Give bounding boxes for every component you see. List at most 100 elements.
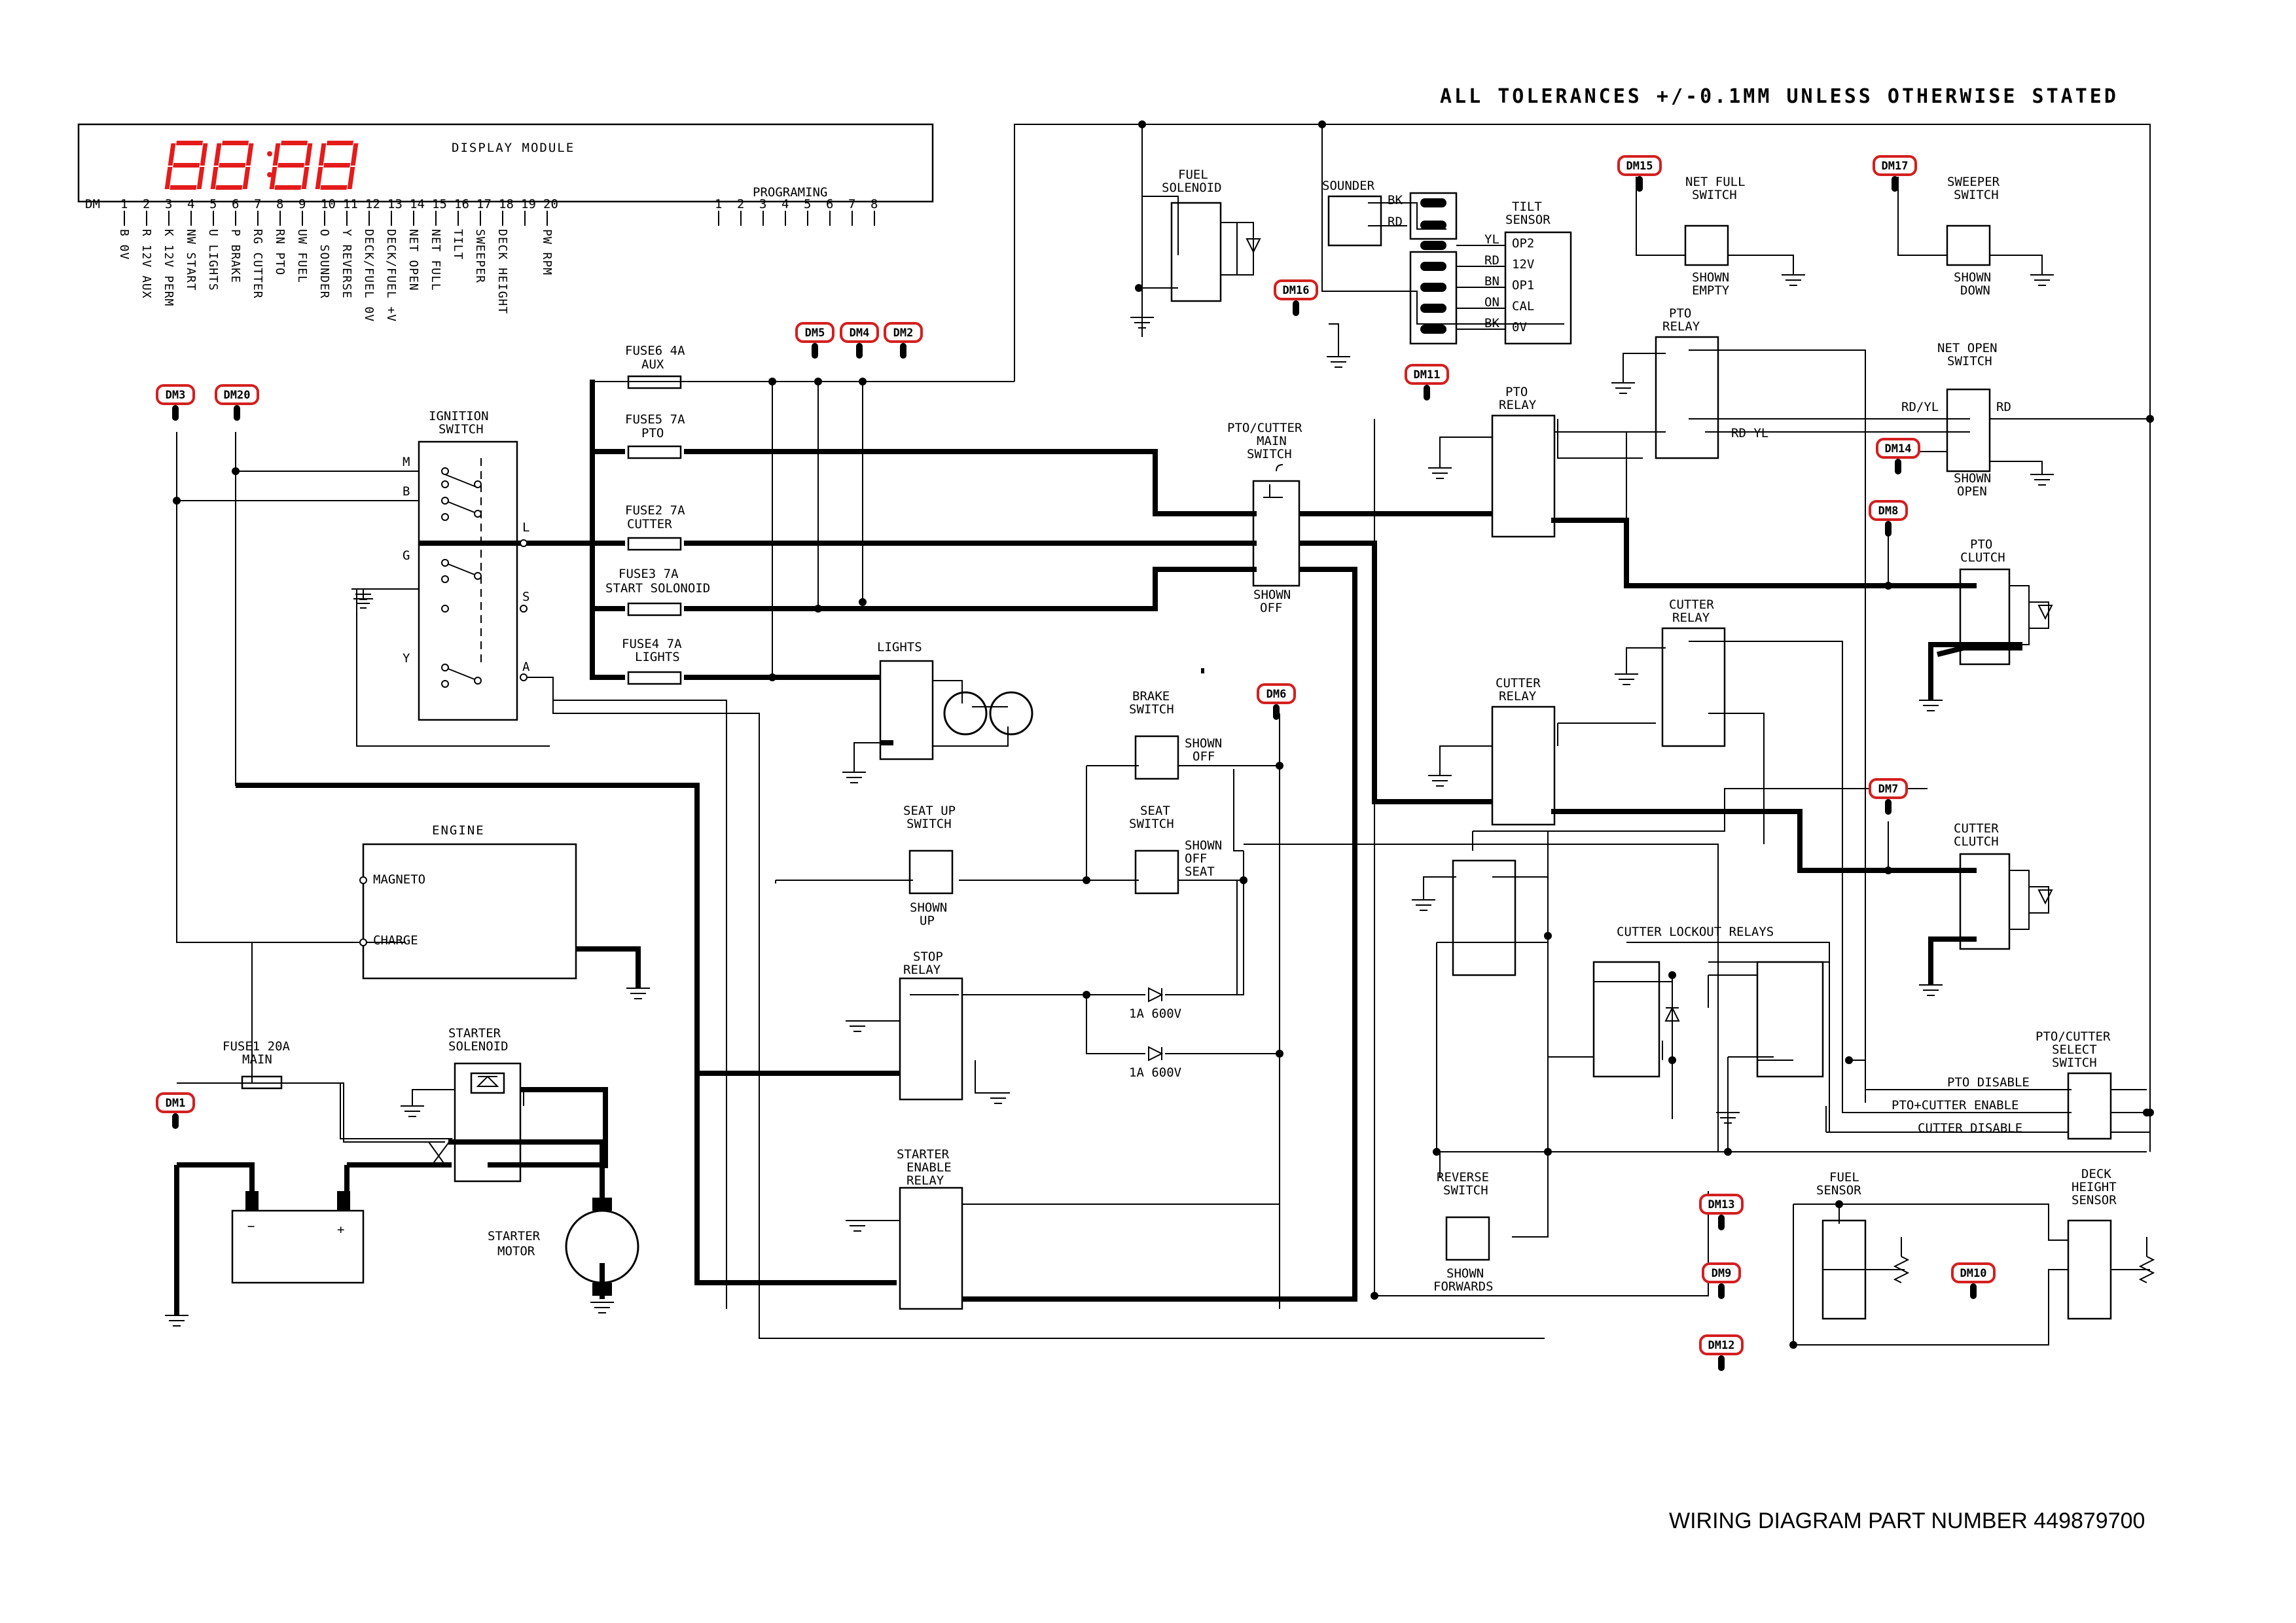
svg-text:DM15: DM15 [1626,160,1653,173]
prog-pin-7: 7 [848,197,855,211]
dm-pin-20: 20 [543,197,558,211]
svg-text:DM7: DM7 [1878,783,1899,796]
svg-text:FUEL: FUEL [1178,168,1208,182]
svg-text:PTO+CUTTER ENABLE: PTO+CUTTER ENABLE [1892,1098,2018,1113]
svg-text:PTO/CUTTER: PTO/CUTTER [2036,1029,2111,1044]
fuse6-sub: AUX [641,357,664,372]
svg-text:SWITCH: SWITCH [439,422,484,437]
svg-text:DECK: DECK [2081,1167,2111,1181]
tag-dm1: DM1 [156,1092,195,1129]
tag-dm16: DM16 [1274,279,1318,316]
dm-pin-18: 18 [499,197,514,211]
svg-text:DOWN: DOWN [1960,283,1990,298]
tag-dm15: DM15 [1617,155,1662,192]
svg-text:FUEL: FUEL [1829,1170,1859,1185]
prog-pin-4: 4 [781,197,789,211]
svg-text:SHOWN: SHOWN [1954,270,1991,285]
svg-text:CUTTER DISABLE: CUTTER DISABLE [1918,1121,2022,1135]
svg-text:ON: ON [1484,295,1499,310]
svg-text:RELAY: RELAY [1499,398,1537,412]
svg-text:OPEN: OPEN [1957,484,1987,499]
svg-text:SWITCH: SWITCH [1129,702,1174,717]
dm-pin-7: 7 [254,197,261,211]
thick-wires [174,380,2022,1315]
svg-text:SENSOR: SENSOR [2072,1193,2117,1207]
tag-dm3: DM3 [156,384,195,421]
svg-text:RD: RD [1484,253,1499,268]
svg-text:BN: BN [1484,274,1499,289]
tag-dm11: DM11 [1405,364,1449,401]
svg-text:CLUTCH: CLUTCH [1954,834,1999,849]
sweeper-switch: SWEEPER SWITCH SHOWN DOWN [1946,175,2000,298]
cutter-relay-lower [1452,859,1516,976]
fuse1-label: FUSE1 20A [223,1039,291,1054]
svg-text:OP1: OP1 [1512,278,1534,293]
dm-pin-17: 17 [476,197,492,211]
dm-pin-11: 11 [343,197,358,211]
svg-text:SWITCH: SWITCH [1443,1183,1488,1198]
svg-text:S: S [522,590,529,604]
diodes: 1A 600V 1A 600V [1129,987,1181,1080]
svg-text:12V: 12V [1512,257,1534,272]
fuse4-sub: LIGHTS [635,650,680,664]
svg-text:TILT: TILT [1512,200,1542,214]
svg-text:DM10: DM10 [1960,1267,1987,1280]
svg-text:1A 600V: 1A 600V [1129,1065,1181,1080]
cutter-lockout-relays: CUTTER LOCKOUT RELAYS [1592,925,1824,1078]
svg-text:PTO DISABLE: PTO DISABLE [1947,1075,2030,1090]
svg-text:DM8: DM8 [1878,505,1899,518]
svg-text:EMPTY: EMPTY [1692,283,1730,298]
svg-text:DM13: DM13 [1708,1198,1735,1211]
dm-signal-18: DECK HEIGHT [495,229,509,314]
svg-text:G: G [403,548,410,563]
dm-signal-7: RG CUTTER [251,229,264,299]
svg-text:CUTTER LOCKOUT RELAYS: CUTTER LOCKOUT RELAYS [1617,925,1774,939]
svg-text:NET FULL: NET FULL [1685,175,1746,189]
dm-pin-4: 4 [187,197,194,211]
svg-text:SHOWN: SHOWN [910,901,947,915]
svg-text:CLUTCH: CLUTCH [1960,550,2005,565]
svg-text:SEAT: SEAT [1185,865,1215,879]
fuse6-label: FUSE6 4A [625,344,685,358]
svg-text:SENSOR: SENSOR [1505,213,1551,227]
svg-text:DM6: DM6 [1266,688,1287,701]
svg-text:SEAT UP: SEAT UP [903,804,956,818]
svg-text:CUTTER: CUTTER [1954,821,1999,836]
svg-text:−: − [247,1219,256,1234]
dm-signal-11: Y REVERSE [340,229,353,299]
svg-text:PTO: PTO [1970,537,1992,552]
svg-text:RELAY: RELAY [903,963,941,977]
svg-text:ENGINE: ENGINE [432,823,485,838]
brake-switch: BRAKE SWITCH SHOWN OFF [1129,689,1222,780]
svg-text:BK: BK [1484,316,1499,330]
svg-text:DM20: DM20 [224,389,251,402]
fuel-sensor: FUEL SENSOR [1816,1170,1910,1320]
fuse2-label: FUSE2 7A [625,503,685,518]
dm-pin-8: 8 [276,197,283,211]
pto-cutter-main-switch: PTO/CUTTER MAIN SWITCH SHOWN OFF [1227,421,1302,615]
dm-pin-10: 10 [321,197,336,211]
fuses: FUSE6 4A AUX FUSE5 7A PTO FUSE2 7A CUTTE… [223,344,710,1090]
svg-text:0V: 0V [1512,320,1527,334]
lights: LIGHTS [877,640,1033,760]
fuse5-sub: PTO [641,426,664,440]
engine: ENGINE MAGNETO CHARGE [359,823,577,980]
tag-dm13: DM13 [1699,1194,1744,1230]
dm-signal-10: O SOUNDER [317,229,331,299]
svg-text:NET OPEN: NET OPEN [1937,341,1998,355]
tag-dm5: DM5 [795,322,834,359]
prog-pin-5: 5 [804,197,811,211]
dm-signal-9: UW FUEL [295,229,309,283]
svg-text:RD YL: RD YL [1731,426,1768,440]
svg-text:PTO/CUTTER: PTO/CUTTER [1227,421,1302,435]
svg-text:FORWARDS: FORWARDS [1433,1279,1494,1294]
dm-signal-12: DECK/FUEL 0V [362,229,376,322]
junction-dots [173,120,2154,1349]
svg-text:SWITCH: SWITCH [1247,447,1292,461]
svg-text:LIGHTS: LIGHTS [877,640,922,654]
svg-text:A: A [522,660,530,674]
